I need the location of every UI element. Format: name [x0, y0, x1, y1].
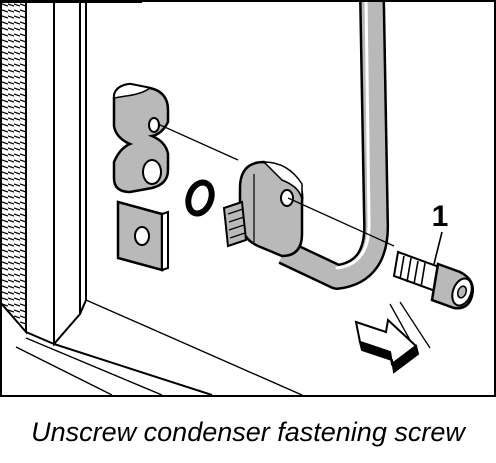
o-ring-seal: [185, 179, 215, 217]
illustration-frame: 1: [0, 0, 496, 397]
condenser-mounting-bracket: [112, 82, 170, 194]
bolt-axis-line: [157, 123, 395, 247]
pipe-connector-flange: [238, 160, 304, 258]
connector-bolt-hole: [280, 189, 294, 207]
bracket-pipe-hole: [142, 159, 162, 185]
figure-caption: Unscrew condenser fastening screw: [31, 417, 465, 447]
refrigerant-pipe: [278, 2, 390, 290]
condenser-side-frame: [25, 2, 142, 347]
plate-hole: [134, 226, 150, 246]
bracket-screw-hole: [148, 117, 160, 133]
mounting-plate: [116, 200, 169, 272]
callout-number: 1: [432, 200, 449, 233]
motion-lines: [389, 301, 431, 349]
callout-1: 1: [432, 200, 449, 265]
floor-lines: [15, 299, 303, 395]
fastening-screw: [392, 250, 474, 310]
condenser-fins: [2, 2, 27, 335]
removal-direction-arrow: [354, 318, 420, 374]
threaded-union: [222, 200, 248, 248]
exploded-view-diagram: 1: [2, 2, 474, 395]
